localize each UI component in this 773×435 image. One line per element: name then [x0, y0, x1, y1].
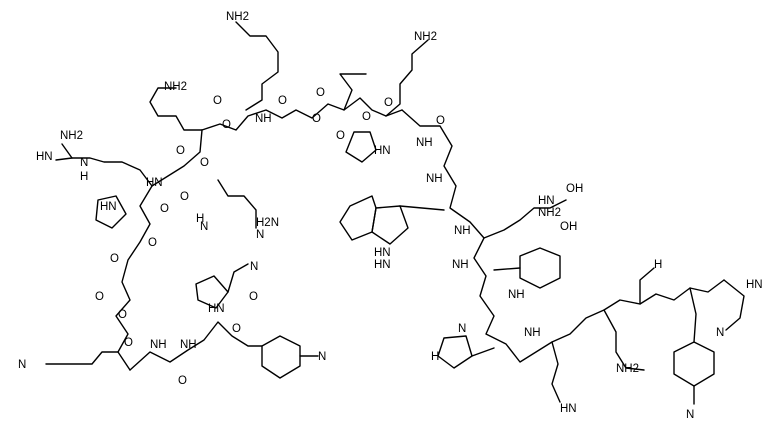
- oh-label: N: [686, 409, 694, 421]
- nh2-label: HN: [746, 279, 763, 291]
- bond-backbone: [201, 97, 403, 131]
- h-label: H: [80, 171, 88, 183]
- bond-trp-link: [399, 205, 445, 211]
- oh-label: H: [654, 259, 662, 271]
- nh-label: O: [222, 119, 231, 131]
- bond-lysine-lower: [45, 351, 119, 365]
- hn-label: HN: [36, 151, 53, 163]
- h-label: N: [256, 229, 264, 241]
- o-label: O: [384, 97, 393, 109]
- bond-indole-5ring: [371, 205, 409, 245]
- o-label: O: [124, 337, 133, 349]
- n-label: HN: [374, 247, 391, 259]
- h-label: HN: [374, 259, 391, 271]
- o-label: O: [178, 375, 187, 387]
- bond-ser-chain: [639, 267, 655, 305]
- ho-label: N: [716, 327, 724, 339]
- o-label: O: [436, 115, 445, 127]
- bond-arg-chain-3: [483, 199, 567, 239]
- bond-chain: [149, 87, 203, 131]
- bond-phenyl-ring: [519, 247, 561, 289]
- n-label: HN: [374, 145, 391, 157]
- o-label: O: [232, 323, 241, 335]
- nh2-label: OH: [566, 183, 583, 195]
- nh-label: O: [362, 111, 371, 123]
- hn-label: H: [431, 351, 439, 363]
- bond-backbone-right: [401, 109, 725, 363]
- nh-label: O: [312, 113, 321, 125]
- bond-tyrosine-ring: [261, 335, 301, 379]
- oh-label: N: [318, 351, 326, 363]
- n-label: N: [80, 157, 88, 169]
- n-label: H2N: [256, 217, 279, 229]
- bond-terminal-ser: [723, 279, 745, 331]
- bond-chain: [235, 21, 279, 111]
- bond-tyr-link: [689, 287, 697, 343]
- bond-proline-ring: [345, 131, 377, 163]
- hn-label: NH: [416, 137, 433, 149]
- oh-label: N: [250, 261, 258, 273]
- bond-arg-chain-2: [217, 179, 257, 229]
- nh-label: NH: [150, 339, 167, 351]
- bond-backbone-left: [115, 129, 203, 371]
- o-label: O: [249, 291, 258, 303]
- n-label: HN: [538, 195, 555, 207]
- o-label: O: [180, 191, 189, 203]
- hn-label: OH: [560, 221, 577, 233]
- bond-valine: [339, 73, 367, 111]
- hn-label: NH: [426, 173, 443, 185]
- hn-label: NH: [454, 225, 471, 237]
- nh2-label: NH2: [414, 31, 437, 43]
- hn-label: NH: [255, 113, 272, 125]
- o-label: O: [213, 95, 222, 107]
- bond-glu-chain: [551, 341, 561, 403]
- o-label: O: [95, 291, 104, 303]
- bond-imidazole-ring: [437, 335, 473, 369]
- n-label: HN: [146, 177, 163, 189]
- nh-label: O: [110, 253, 119, 265]
- bond-proline-ring-left: [95, 195, 127, 229]
- nh2-label: N: [200, 221, 208, 233]
- o-label: O: [160, 203, 169, 215]
- atom-labels: NH2 NH2 NH2 NH2 HN H N O O O O O O O O O…: [18, 11, 763, 421]
- nh2-label: NH2: [164, 81, 187, 93]
- s-label: NH2: [616, 363, 639, 375]
- hn-label: H: [196, 213, 204, 225]
- bond-phe-link: [493, 267, 521, 271]
- o-label: O: [278, 95, 287, 107]
- bond-proline-ring-bottom: [195, 275, 229, 309]
- hn-label: NH: [452, 259, 469, 271]
- n-label: HN: [100, 201, 117, 213]
- h-label: NH2: [538, 207, 561, 219]
- hn-label: NH: [180, 339, 197, 351]
- bond-arg-chain: [71, 157, 153, 187]
- bond-tyrosine-ring-2: [673, 341, 715, 387]
- bond-his-link: [471, 347, 495, 357]
- bond-met-chain: [603, 309, 645, 371]
- bond-indole-6ring: [339, 195, 377, 241]
- nh-label: NH: [508, 289, 525, 301]
- o-label: O: [148, 237, 157, 249]
- o-label: O: [176, 145, 185, 157]
- bond-network: [45, 21, 745, 405]
- bond-carboxyl: [227, 263, 249, 293]
- o-label: O: [316, 87, 325, 99]
- nh-label: NH: [524, 327, 541, 339]
- n-label: N: [458, 323, 466, 335]
- n-label: HN: [208, 303, 225, 315]
- bond-backbone-bottom: [129, 321, 263, 371]
- bond-guanidine: [55, 143, 73, 161]
- nh2-label: NH2: [60, 130, 83, 142]
- nh2-label: NH2: [226, 11, 249, 23]
- bond-chain: [385, 39, 429, 117]
- o-label: O: [336, 130, 345, 142]
- oh-label: HN: [560, 403, 577, 415]
- nh-label: O: [118, 309, 127, 321]
- nh-label: O: [200, 157, 209, 169]
- h2n-label: N: [18, 359, 26, 371]
